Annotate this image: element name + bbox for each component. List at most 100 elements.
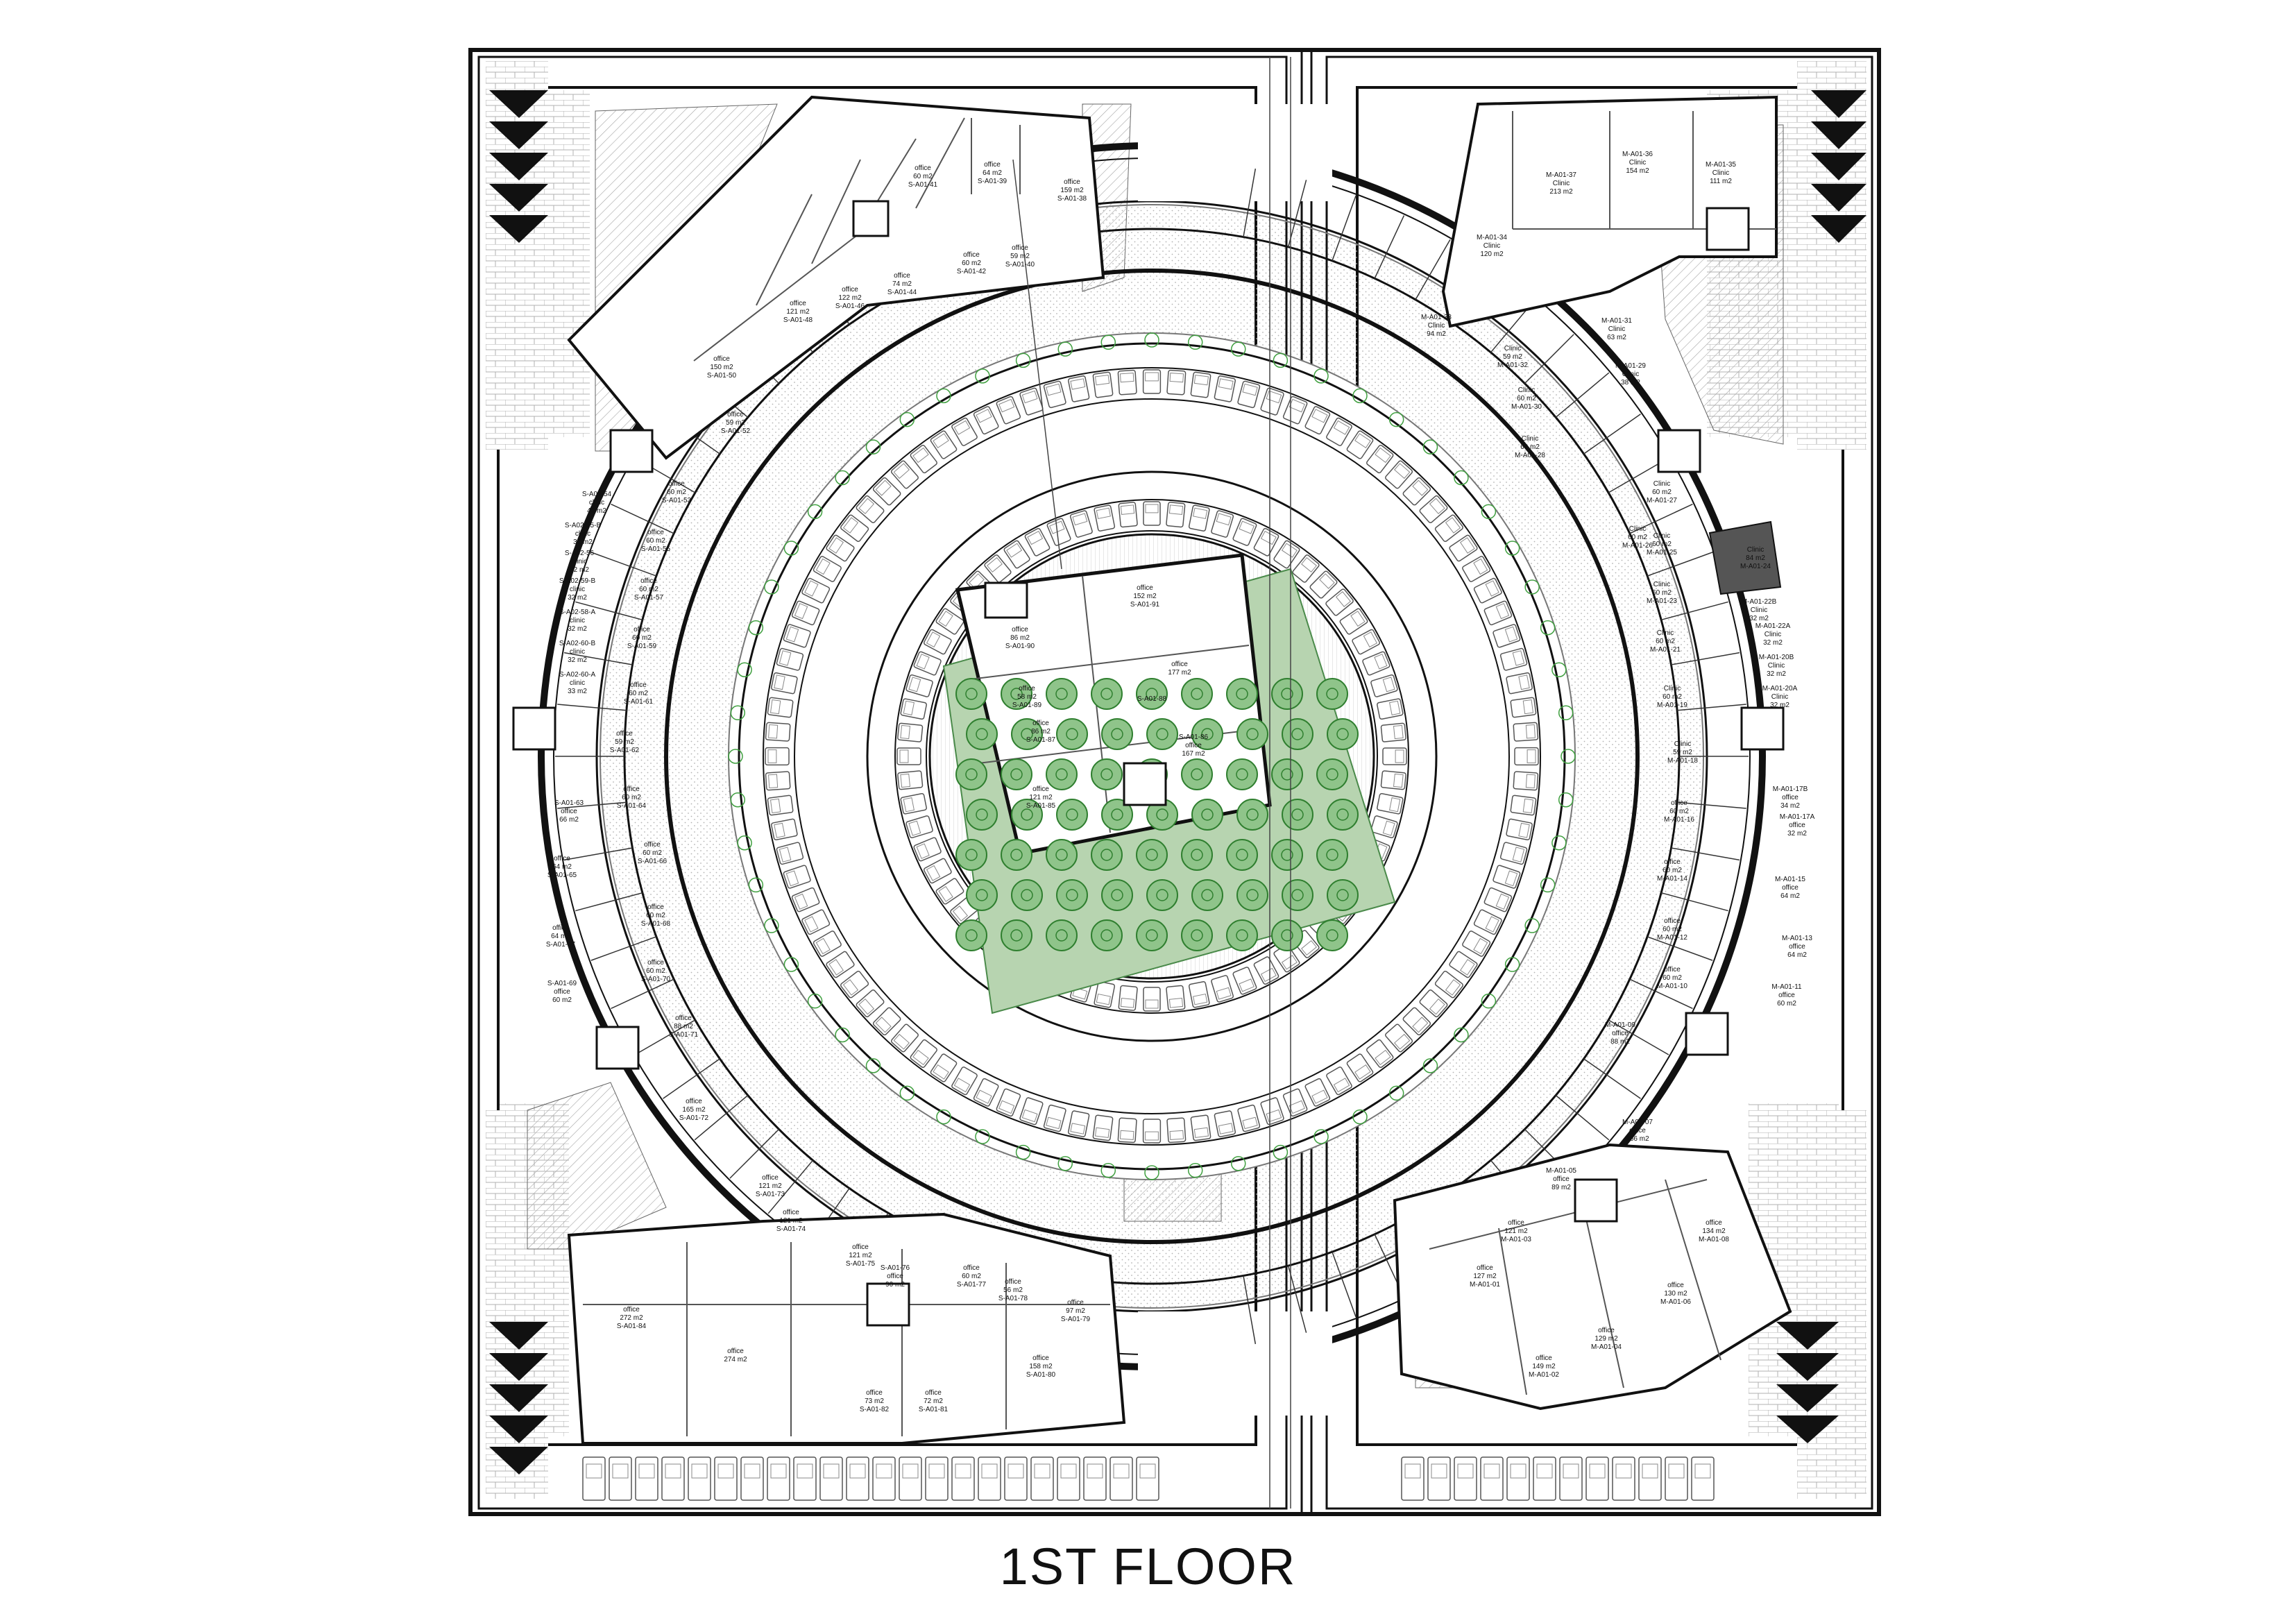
parking-stall [1385, 460, 1413, 489]
tree [835, 470, 850, 486]
unit-partition [1583, 1058, 1641, 1099]
parking-stall [905, 674, 933, 697]
tree [748, 877, 764, 893]
parking-stall [890, 1023, 919, 1053]
parking-stall [973, 406, 999, 435]
parking-stall [1427, 1456, 1451, 1501]
unit-partition [590, 552, 657, 577]
parking-stall [1419, 989, 1448, 1018]
unit-partition [663, 1058, 720, 1099]
parking-stall [1136, 1456, 1159, 1501]
parking-stall [1370, 674, 1398, 697]
parking-stall [582, 1456, 606, 1501]
parking-stall [783, 865, 811, 889]
parking-stall [1366, 445, 1394, 474]
parking-stall [740, 1456, 764, 1501]
parking-stall [1260, 1097, 1284, 1125]
tree [1551, 835, 1567, 851]
tree [730, 705, 746, 721]
parking-stall [1190, 371, 1211, 398]
unit-partition [1243, 1275, 1257, 1345]
parking-stall [1499, 842, 1528, 865]
parking-stall [1513, 771, 1539, 791]
unit-partition [563, 652, 633, 665]
parking-stall [951, 1456, 975, 1501]
tree [955, 919, 987, 951]
tree [1422, 439, 1438, 454]
parking-stall [819, 1456, 843, 1501]
parking-stall [1370, 815, 1398, 839]
tree [1136, 678, 1168, 710]
parking-stall [1665, 1456, 1688, 1501]
parking-stall [1188, 504, 1210, 532]
tree [1230, 1156, 1246, 1171]
wing-north-west [567, 95, 1105, 460]
parking-stall [1483, 887, 1513, 912]
parking-stall [1057, 1456, 1080, 1501]
tree [1273, 352, 1289, 368]
parking-stall [1346, 430, 1374, 459]
tree [807, 993, 823, 1009]
parking-stall [1449, 951, 1478, 978]
parking-stalls [765, 369, 1539, 1144]
parking-stall [1190, 1114, 1211, 1141]
parking-stall [935, 878, 964, 905]
unit-partition [1243, 168, 1257, 237]
tree [1282, 718, 1313, 750]
parking-stall [1142, 369, 1162, 394]
parking-stall [1067, 1110, 1090, 1137]
parking-stall [1214, 375, 1236, 402]
tree [764, 579, 779, 595]
parking-stall [856, 989, 885, 1018]
tree [1524, 579, 1540, 595]
parking-stall [1377, 792, 1404, 815]
tree [1282, 879, 1313, 911]
parking-stall [1304, 406, 1331, 435]
tree [1271, 919, 1303, 951]
parking-stall [1211, 510, 1234, 538]
tree [1101, 799, 1133, 831]
tree [1327, 718, 1359, 750]
parking-stall [1326, 1067, 1352, 1096]
parking-stall [951, 1067, 978, 1096]
unit-partition [1524, 334, 1574, 384]
parking-stall [1510, 697, 1537, 718]
stair-cores [512, 200, 1785, 1327]
tree [1001, 839, 1032, 871]
parking-stall [1083, 1456, 1107, 1501]
tree [1327, 879, 1359, 911]
parking-stall [1366, 1039, 1394, 1068]
parking-stall [1454, 1456, 1477, 1501]
tree [865, 1058, 881, 1073]
parking-stall [714, 1456, 738, 1501]
tree [1011, 879, 1043, 911]
parking-stall [1612, 1456, 1635, 1501]
tree [1057, 1156, 1073, 1171]
parking-stall [1024, 527, 1051, 556]
parking-stall [1030, 1456, 1054, 1501]
parking-stall [1109, 1456, 1133, 1501]
